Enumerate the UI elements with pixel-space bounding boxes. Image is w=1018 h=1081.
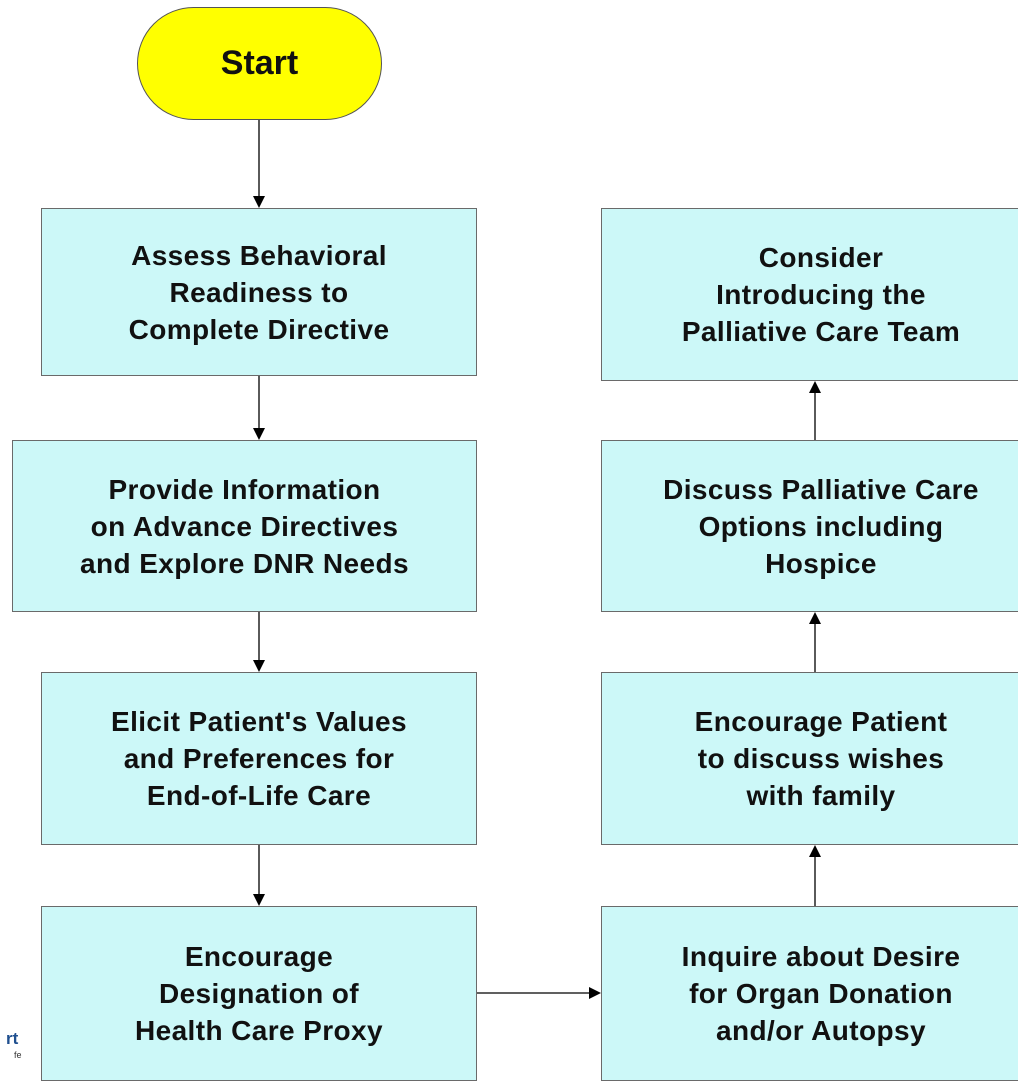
step-inquire-organ-donation-label: Inquire about Desire for Organ Donation … xyxy=(681,941,961,1046)
step-consider-palliative-team: Consider Introducing the Palliative Care… xyxy=(601,208,1018,381)
step-consider-palliative-team-label: Consider Introducing the Palliative Care… xyxy=(681,242,961,347)
partial-logo-subtext: fe xyxy=(14,1050,22,1060)
step-encourage-proxy: Encourage Designation of Health Care Pro… xyxy=(41,906,477,1081)
step-encourage-family-discussion-label: Encourage Patient to discuss wishes with… xyxy=(694,706,948,811)
partial-logo: rt fe xyxy=(0,1010,30,1062)
step-assess-readiness-label: Assess Behavioral Readiness to Complete … xyxy=(128,239,390,345)
step-encourage-family-discussion: Encourage Patient to discuss wishes with… xyxy=(601,672,1018,845)
step-discuss-palliative-options: Discuss Palliative Care Options includin… xyxy=(601,440,1018,612)
step-discuss-palliative-options-label: Discuss Palliative Care Options includin… xyxy=(663,473,979,579)
step-provide-information: Provide Information on Advance Directive… xyxy=(12,440,477,612)
step-assess-readiness: Assess Behavioral Readiness to Complete … xyxy=(41,208,477,376)
step-encourage-proxy-label: Encourage Designation of Health Care Pro… xyxy=(134,941,383,1046)
start-label: Start xyxy=(220,44,299,82)
step-elicit-values-label: Elicit Patient's Values and Preferences … xyxy=(111,706,407,811)
start-terminal: Start xyxy=(137,7,382,120)
step-provide-information-label: Provide Information on Advance Directive… xyxy=(80,473,409,579)
step-inquire-organ-donation: Inquire about Desire for Organ Donation … xyxy=(601,906,1018,1081)
step-elicit-values: Elicit Patient's Values and Preferences … xyxy=(41,672,477,845)
partial-logo-text: rt xyxy=(6,1029,19,1048)
